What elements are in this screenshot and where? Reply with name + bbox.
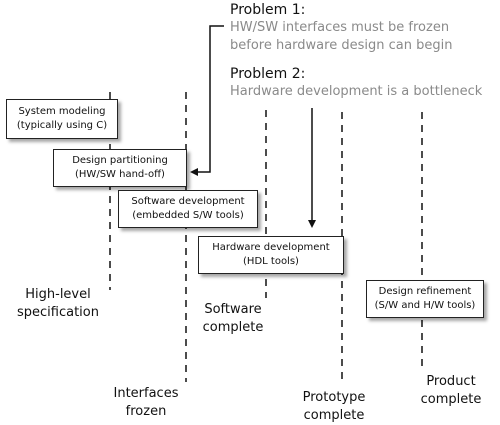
- milestone-5-line-2: complete: [420, 392, 482, 407]
- milestone-3-line-1: Software: [204, 302, 262, 317]
- milestone-4-line-1: Prototype: [302, 390, 366, 405]
- task-software-development: Software development (embedded S/W tools…: [118, 190, 258, 228]
- problem-2-description: Hardware development is a bottleneck: [230, 83, 482, 101]
- task-system-modeling-label: System modeling: [18, 106, 106, 117]
- problem-1-description: HW/SW interfaces must be frozen before h…: [230, 19, 452, 55]
- problem-1-arrow: [190, 25, 224, 176]
- task-system-modeling: System modeling (typically using C): [6, 99, 118, 139]
- task-design-partitioning-sub: (HW/SW hand-off): [75, 169, 165, 180]
- milestone-prototype-complete: Prototype complete: [290, 389, 378, 425]
- milestone-product-complete: Product complete: [408, 373, 494, 409]
- problem-2-title: Problem 2:: [230, 66, 306, 82]
- milestone-5-line-1: Product: [426, 374, 476, 389]
- task-hardware-development: Hardware development (HDL tools): [198, 236, 344, 274]
- task-design-refinement-label: Design refinement: [378, 286, 472, 297]
- task-design-partitioning-label: Design partitioning: [72, 155, 168, 166]
- task-software-development-sub: (embedded S/W tools): [132, 210, 244, 221]
- milestone-high-level-specification: High-level specification: [6, 286, 110, 322]
- problem-2-line-1: Hardware development is a bottleneck: [230, 84, 483, 99]
- task-software-development-label: Software development: [131, 196, 245, 207]
- task-hardware-development-label: Hardware development: [212, 242, 330, 253]
- task-system-modeling-sub: (typically using C): [16, 120, 108, 131]
- milestone-2-line-1: Interfaces: [113, 386, 179, 401]
- task-design-refinement-sub: (S/W and H/W tools): [374, 300, 476, 311]
- problem-1-title: Problem 1:: [230, 2, 306, 18]
- milestone-3-line-2: complete: [202, 320, 264, 335]
- milestone-software-complete: Software complete: [190, 301, 276, 337]
- milestone-interfaces-frozen: Interfaces frozen: [102, 385, 190, 421]
- task-hardware-development-sub: (HDL tools): [243, 256, 299, 267]
- milestone-4-line-2: complete: [303, 408, 365, 423]
- problem-1-line-2: before hardware design can begin: [230, 38, 453, 53]
- milestone-2-line-2: frozen: [125, 404, 167, 419]
- task-design-refinement: Design refinement (S/W and H/W tools): [366, 280, 484, 318]
- milestone-1-line-2: specification: [17, 305, 99, 320]
- milestone-1-line-1: High-level: [25, 287, 91, 302]
- task-design-partitioning: Design partitioning (HW/SW hand-off): [53, 149, 187, 187]
- problem-1-line-1: HW/SW interfaces must be frozen: [230, 20, 450, 35]
